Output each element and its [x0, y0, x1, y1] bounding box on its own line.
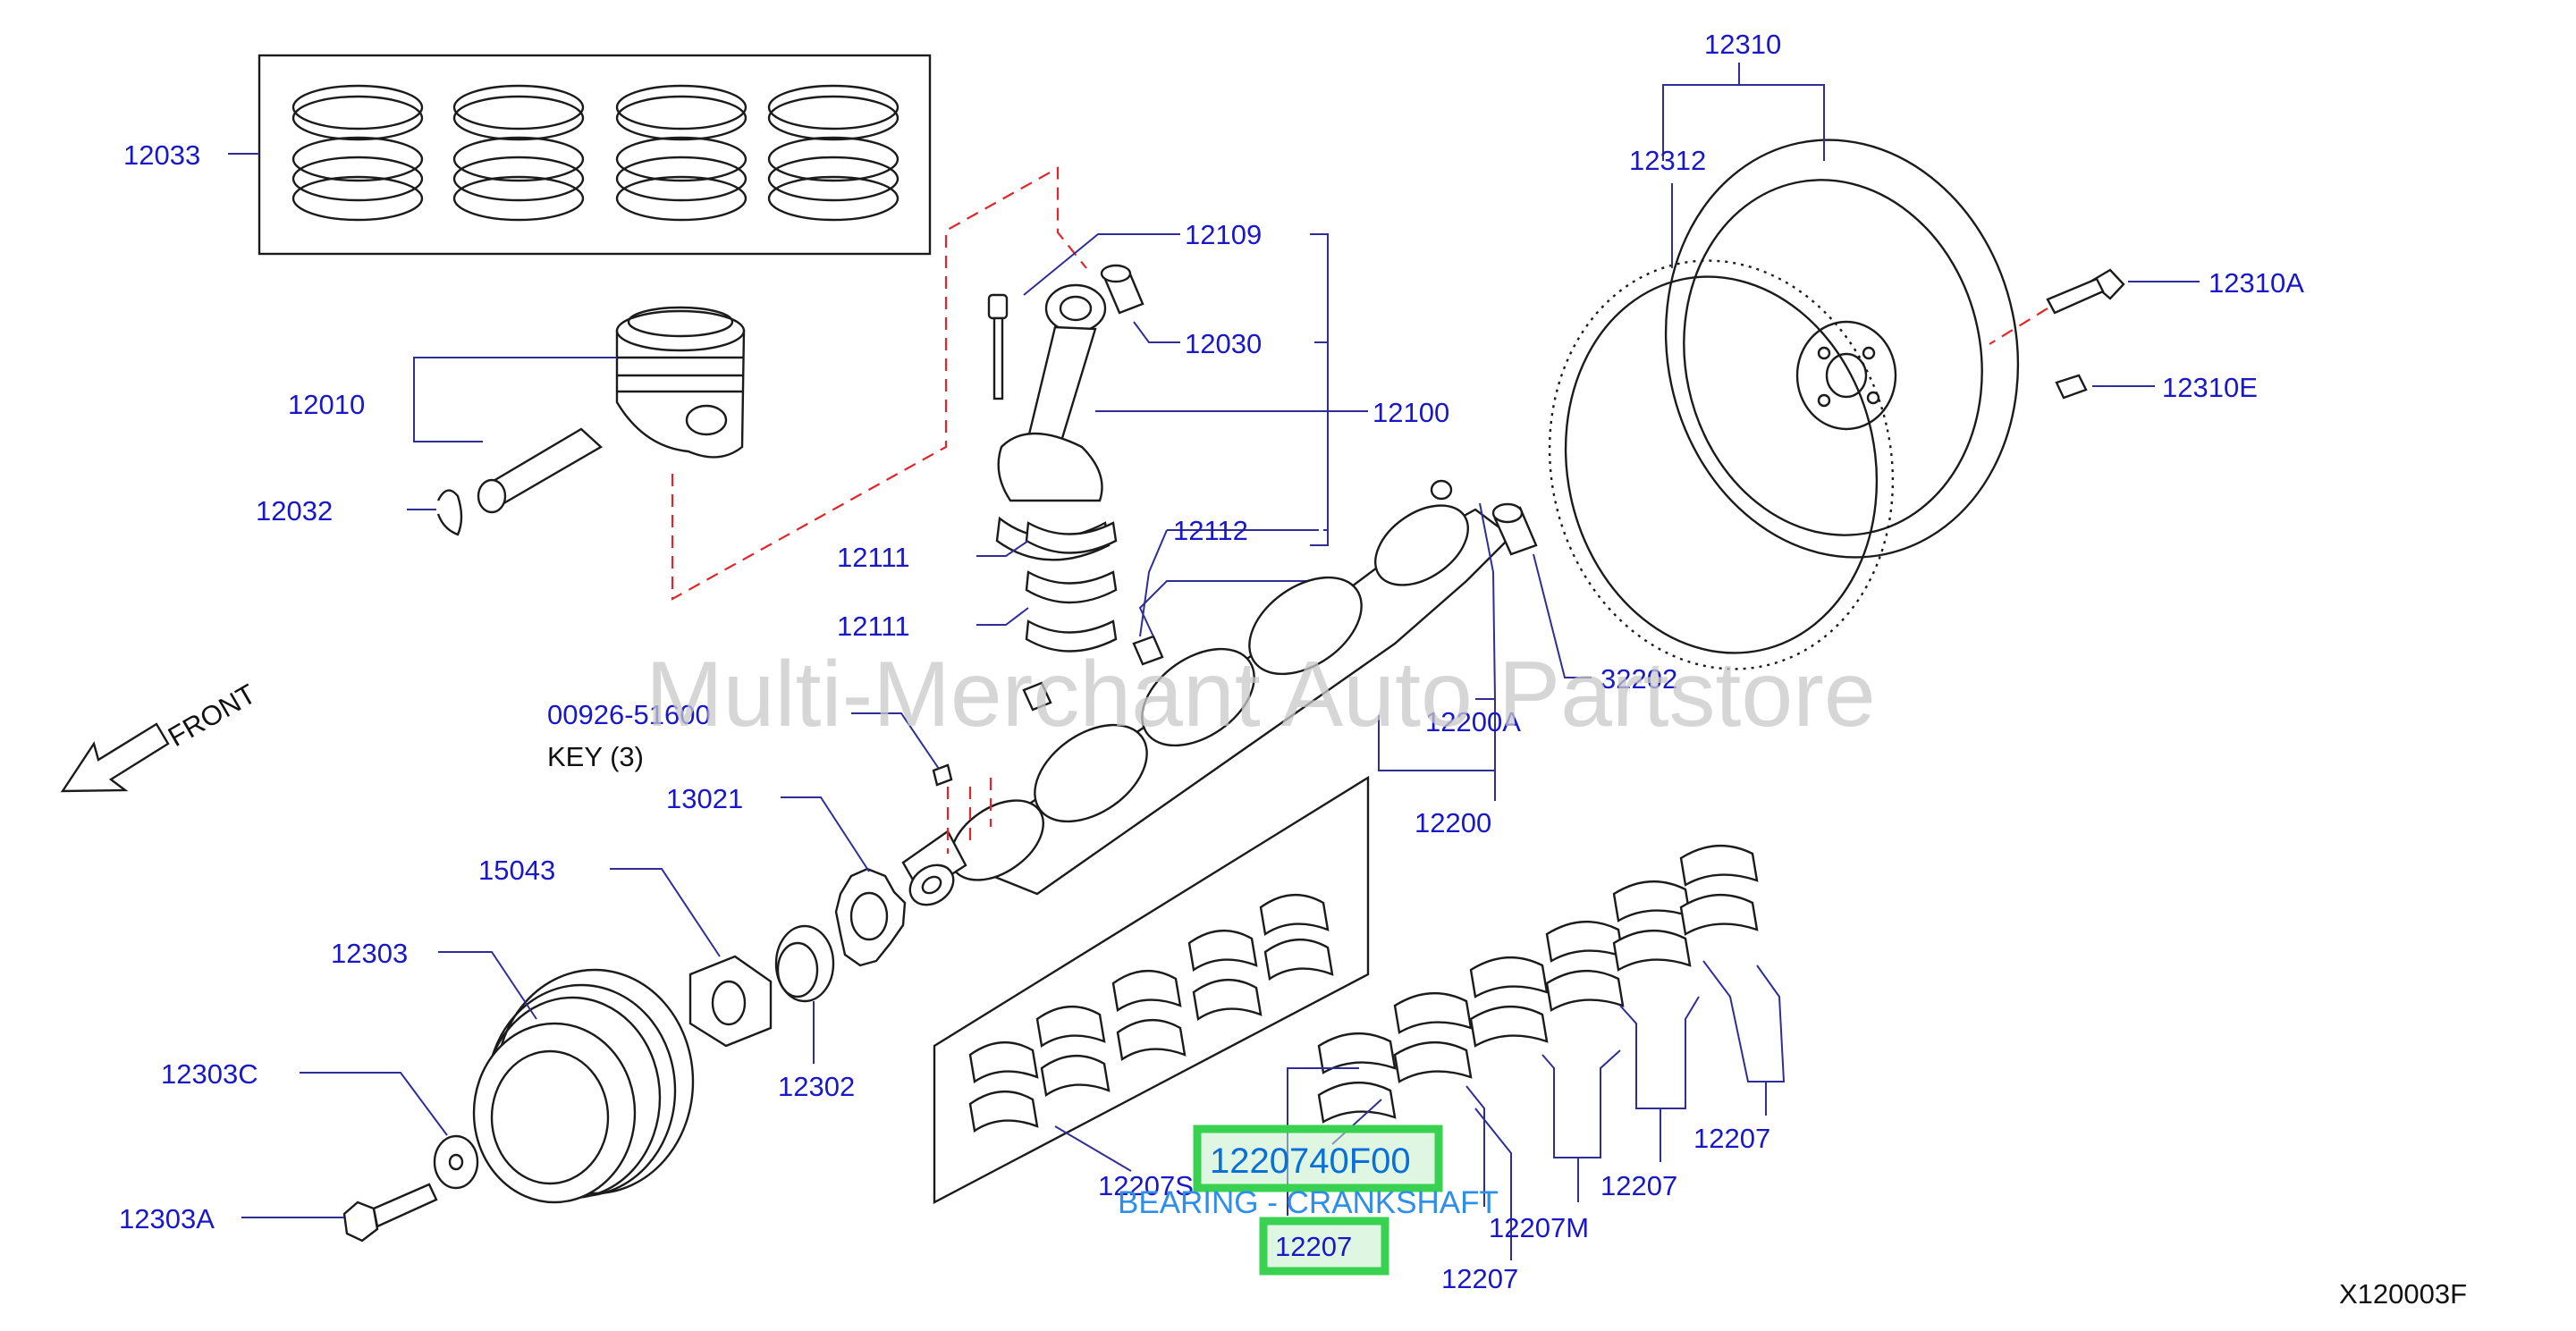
highlight-callout-box[interactable] [1259, 1217, 1389, 1276]
label-12200a[interactable]: 12200A [1425, 706, 1521, 737]
ring-stack-4 [767, 84, 899, 222]
connecting-rod[interactable] [995, 283, 1111, 561]
label-12207-right-2[interactable]: 12207 [1693, 1123, 1770, 1154]
label-13021[interactable]: 13021 [666, 783, 743, 814]
bearing-set-frame [933, 775, 1370, 1204]
rod-bearing-upper[interactable] [1025, 521, 1118, 554]
label-15043[interactable]: 15043 [478, 855, 555, 886]
front-direction-arrow: FRONT [60, 678, 261, 793]
key-quantity-note: KEY (3) [547, 741, 644, 772]
watermark: Multi-Merchant Auto Partstore [646, 643, 1876, 746]
crank-pulley[interactable] [472, 968, 695, 1204]
label-12312[interactable]: 12312 [1629, 145, 1706, 176]
ring-stack-2 [452, 84, 585, 222]
guide-flywheel-bolt [1989, 307, 2048, 345]
piston[interactable] [615, 306, 746, 459]
flywheel-bolt[interactable] [2046, 268, 2125, 315]
label-12207-bottom[interactable]: 12207 [1441, 1263, 1518, 1294]
label-12100[interactable]: 12100 [1372, 397, 1449, 428]
drawing-code: X120003F [2339, 1278, 2467, 1310]
pulley-washer[interactable] [433, 1134, 479, 1190]
guide-piston-rod [671, 166, 1087, 601]
highlight-part-number-box[interactable] [1193, 1125, 1443, 1192]
pilot-bushing[interactable] [1491, 502, 1538, 556]
highlight-part-number[interactable]: 1220740F00 [1210, 1141, 1411, 1181]
front-oil-seal[interactable] [774, 924, 835, 1003]
front-label: FRONT [163, 678, 261, 753]
main-bearing-set[interactable] [933, 775, 1370, 1204]
crank-spacer[interactable] [688, 955, 773, 1048]
label-12310a[interactable]: 12310A [2209, 267, 2304, 299]
ring-stack-3 [615, 84, 747, 222]
label-12303[interactable]: 12303 [331, 938, 408, 969]
highlighted-part-callout[interactable]: 1220740F00 BEARING - CRANKSHAFT 12207 [1118, 1125, 1499, 1276]
ring-gear[interactable] [1512, 229, 1930, 702]
crankshaft[interactable] [901, 479, 1513, 913]
ring-stack-1 [291, 84, 424, 222]
label-12032[interactable]: 12032 [256, 495, 333, 527]
highlight-description: BEARING - CRANKSHAFT [1118, 1185, 1499, 1220]
rod-bearing-lower-1[interactable] [1025, 570, 1118, 604]
label-12109[interactable]: 12109 [1185, 219, 1262, 250]
label-12303a[interactable]: 12303A [119, 1203, 215, 1234]
piston-pin[interactable] [477, 427, 604, 514]
rod-bolt[interactable] [987, 293, 1009, 400]
pulley-bolt[interactable] [342, 1183, 438, 1243]
label-12310[interactable]: 12310 [1704, 29, 1781, 60]
label-12030[interactable]: 12030 [1185, 328, 1262, 359]
label-12111-b[interactable]: 12111 [837, 611, 910, 642]
rod-bearing-lower-2[interactable] [1025, 619, 1118, 653]
label-12310e[interactable]: 12310E [2162, 372, 2258, 403]
snap-ring[interactable] [436, 489, 463, 536]
highlight-callout-number[interactable]: 12207 [1275, 1231, 1352, 1262]
label-12302[interactable]: 12302 [778, 1071, 855, 1102]
label-12200[interactable]: 12200 [1415, 807, 1491, 838]
label-12207s[interactable]: 12207S [1098, 1170, 1194, 1201]
guide-key [946, 778, 992, 854]
crank-sprocket[interactable] [834, 867, 907, 967]
label-12010[interactable]: 12010 [288, 389, 365, 420]
label-12111-a[interactable]: 12111 [837, 542, 910, 573]
rod-nut[interactable] [1022, 635, 1164, 712]
rod-bushing[interactable] [1100, 264, 1144, 315]
woodruff-key[interactable] [932, 763, 953, 787]
arrow-left-icon [60, 722, 170, 793]
label-12207m[interactable]: 12207M [1489, 1212, 1589, 1243]
dowel-pin[interactable] [2055, 374, 2088, 400]
label-12033[interactable]: 12033 [123, 139, 200, 171]
label-12303c[interactable]: 12303C [161, 1058, 258, 1090]
label-12112[interactable]: 12112 [1173, 515, 1248, 546]
label-00926-51600[interactable]: 00926-51600 [547, 699, 711, 730]
label-32202[interactable]: 32202 [1600, 663, 1677, 695]
piston-ring-set[interactable] [258, 54, 932, 256]
main-bearing-row[interactable] [1317, 845, 1759, 1124]
label-12207-right-1[interactable]: 12207 [1600, 1170, 1677, 1201]
flywheel[interactable] [1627, 107, 2056, 591]
